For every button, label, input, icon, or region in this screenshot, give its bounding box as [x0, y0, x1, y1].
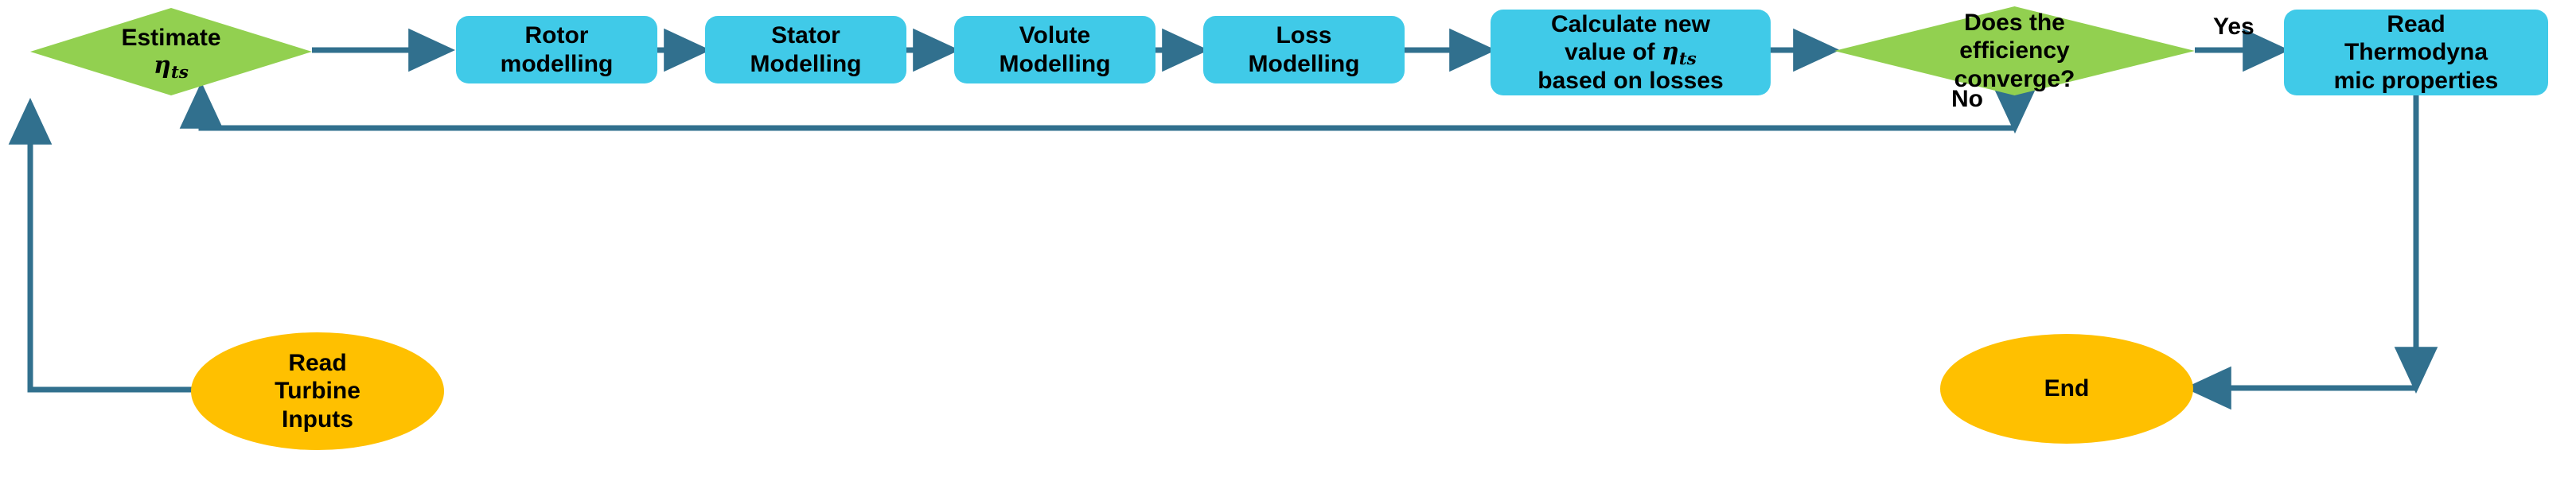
- inputs-line-1: Read: [288, 349, 347, 376]
- volute-line-1: Volute: [1019, 22, 1091, 49]
- node-thermo-label: Read Thermodyna mic properties: [2328, 10, 2505, 95]
- node-efficiency-converge-decision[interactable]: Does the efficiency converge?: [1834, 6, 2195, 95]
- inputs-line-2: Turbine: [275, 378, 360, 405]
- stator-line-1: Stator: [771, 22, 840, 49]
- eta-ts-symbol: ηts: [154, 52, 189, 83]
- calculate-line-2: value of ηts: [1565, 38, 1697, 70]
- loss-line-1: Loss: [1276, 22, 1332, 49]
- node-volute-modelling[interactable]: Volute Modelling: [954, 16, 1155, 83]
- thermo-line-2: Thermodyna: [2344, 39, 2488, 66]
- node-rotor-modelling[interactable]: Rotor modelling: [456, 16, 657, 83]
- node-estimate-efficiency[interactable]: Estimate ηts: [30, 8, 312, 95]
- edge-no-feedback-to-estimate: [179, 82, 2015, 131]
- calculate-line-2-text: value of: [1565, 39, 1662, 66]
- node-volute-label: Volute Modelling: [993, 21, 1117, 78]
- thermo-line-1: Read: [2387, 10, 2445, 37]
- estimate-line-1: Estimate: [121, 24, 221, 51]
- converge-line-2: efficiency: [1959, 37, 2070, 64]
- node-read-turbine-inputs[interactable]: Read Turbine Inputs: [191, 332, 444, 450]
- inputs-line-3: Inputs: [282, 406, 353, 433]
- node-converge-label: Does the efficiency converge?: [1947, 9, 2083, 93]
- node-loss-label: Loss Modelling: [1242, 21, 1366, 78]
- node-rotor-label: Rotor modelling: [494, 21, 620, 78]
- node-end-label: End: [2044, 375, 2090, 402]
- loss-line-2: Modelling: [1248, 50, 1360, 77]
- edge-label-no: No: [1951, 86, 1983, 112]
- converge-line-3: converge?: [1954, 65, 2075, 92]
- volute-line-2: Modelling: [999, 50, 1111, 77]
- calculate-line-1: Calculate new: [1550, 10, 1711, 37]
- rotor-line-1: Rotor: [524, 22, 589, 49]
- calculate-line-3: based on losses: [1537, 67, 1724, 94]
- node-read-thermodynamic-properties[interactable]: Read Thermodyna mic properties: [2284, 10, 2548, 95]
- thermo-line-3: mic properties: [2333, 67, 2499, 94]
- node-stator-modelling[interactable]: Stator Modelling: [705, 16, 906, 83]
- edge-label-yes: Yes: [2213, 14, 2254, 40]
- node-inputs-label: Read Turbine Inputs: [267, 349, 368, 433]
- node-end[interactable]: End: [1940, 334, 2193, 444]
- node-calculate-new-efficiency[interactable]: Calculate new value of ηts based on loss…: [1491, 10, 1771, 95]
- node-stator-label: Stator Modelling: [744, 21, 868, 78]
- edge-inputs-to-estimate: [8, 98, 253, 393]
- rotor-line-2: modelling: [500, 50, 614, 77]
- node-loss-modelling[interactable]: Loss Modelling: [1203, 16, 1405, 83]
- node-calculate-label: Calculate new value of ηts based on loss…: [1531, 10, 1729, 95]
- eta-ts-symbol: ηts: [1661, 38, 1697, 70]
- converge-line-1: Does the: [1964, 9, 2065, 36]
- stator-line-2: Modelling: [750, 50, 862, 77]
- node-estimate-label: Estimate ηts: [113, 24, 228, 83]
